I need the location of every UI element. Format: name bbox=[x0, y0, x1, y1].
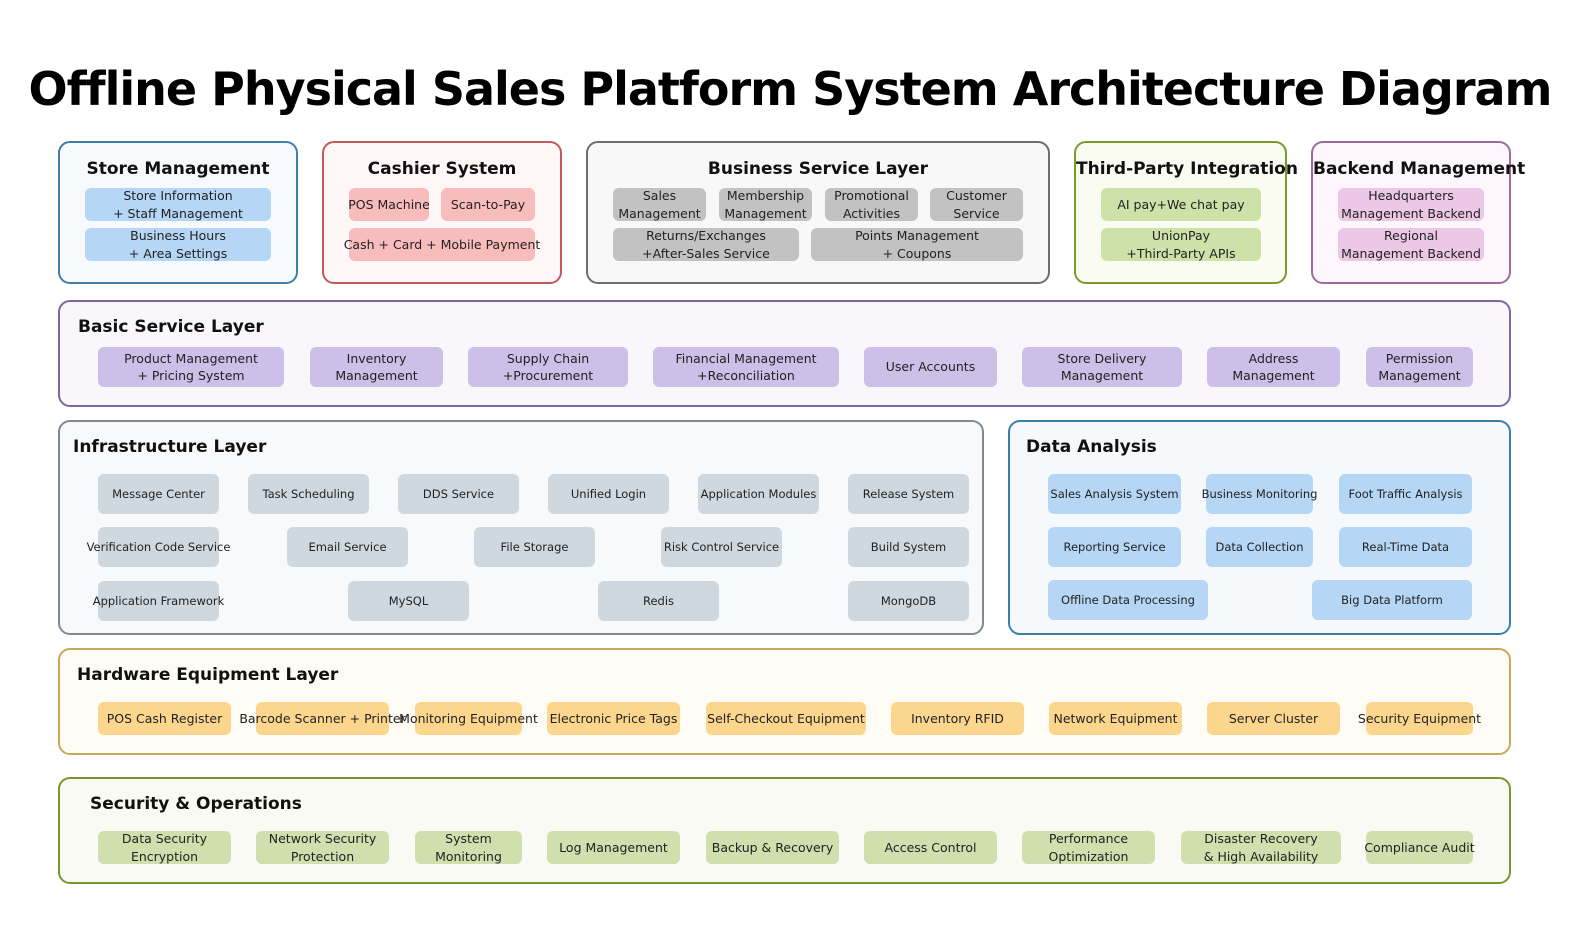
inventory-rfid-box: Inventory RFID bbox=[891, 702, 1024, 735]
sales-management-box: Sales Management bbox=[613, 188, 706, 221]
pos-cash-register-box: POS Cash Register bbox=[98, 702, 231, 735]
store-delivery-box: Store Delivery Management bbox=[1022, 347, 1182, 387]
release-system-box: Release System bbox=[848, 474, 969, 514]
business-service-title: Business Service Layer bbox=[707, 159, 929, 179]
application-framework-box: Application Framework bbox=[93, 581, 224, 621]
business-service-panel: Business Service Layer Sales Management … bbox=[586, 141, 1050, 284]
big-data-platform-box: Big Data Platform bbox=[1312, 580, 1472, 620]
security-operations-title: Security & Operations bbox=[90, 794, 302, 814]
system-monitoring-box: System Monitoring bbox=[415, 831, 522, 864]
foot-traffic-box: Foot Traffic Analysis bbox=[1339, 474, 1472, 514]
self-checkout-box: Self-Checkout Equipment bbox=[706, 702, 866, 735]
address-management-box: Address Management bbox=[1207, 347, 1340, 387]
payment-methods-box: Cash + Card + Mobile Payment bbox=[344, 228, 540, 261]
performance-optimization-box: Performance Optimization bbox=[1022, 831, 1155, 864]
backend-management-panel: Backend Management Headquarters Manageme… bbox=[1311, 141, 1526, 284]
monitoring-equipment-box: Monitoring Equipment bbox=[399, 702, 538, 735]
financial-management-box: Financial Management +Reconciliation bbox=[653, 347, 839, 387]
access-control-box: Access Control bbox=[864, 831, 997, 864]
business-monitoring-box: Business Monitoring bbox=[1202, 474, 1317, 514]
barcode-scanner-box: Barcode Scanner + Printer bbox=[239, 702, 406, 735]
product-management-box: Product Management + Pricing System bbox=[98, 347, 284, 387]
disaster-recovery-box: Disaster Recovery & High Availability bbox=[1181, 831, 1341, 864]
application-modules-box: Application Modules bbox=[698, 474, 819, 514]
promotional-activities-box: Promotional Activities bbox=[825, 188, 918, 221]
data-analysis-panel: Data Analysis Sales Analysis System Busi… bbox=[1008, 420, 1511, 635]
third-party-panel: Third-Party Integration AI pay+We chat p… bbox=[1074, 141, 1298, 284]
security-equipment-box: Security Equipment bbox=[1358, 702, 1481, 735]
build-system-box: Build System bbox=[848, 527, 969, 567]
email-service-box: Email Service bbox=[287, 527, 408, 567]
data-collection-box: Data Collection bbox=[1206, 527, 1313, 567]
offline-data-box: Offline Data Processing bbox=[1048, 580, 1208, 620]
risk-control-box: Risk Control Service bbox=[661, 527, 782, 567]
data-security-box: Data Security Encryption bbox=[98, 831, 231, 864]
supply-chain-box: Supply Chain +Procurement bbox=[468, 347, 628, 387]
returns-exchanges-box: Returns/Exchanges +After-Sales Service bbox=[613, 228, 799, 261]
hardware-title: Hardware Equipment Layer bbox=[77, 665, 339, 685]
compliance-audit-box: Compliance Audit bbox=[1364, 831, 1475, 864]
task-scheduling-box: Task Scheduling bbox=[248, 474, 369, 514]
network-security-box: Network Security Protection bbox=[256, 831, 389, 864]
basic-service-title: Basic Service Layer bbox=[78, 317, 264, 337]
diagram-title: Offline Physical Sales Platform System A… bbox=[28, 62, 1553, 116]
points-management-box: Points Management + Coupons bbox=[811, 228, 1023, 261]
mysql-box: MySQL bbox=[348, 581, 469, 621]
log-management-box: Log Management bbox=[547, 831, 680, 864]
ai-wechat-pay-box: AI pay+We chat pay bbox=[1101, 188, 1261, 221]
backup-recovery-box: Backup & Recovery bbox=[706, 831, 839, 864]
mongodb-box: MongoDB bbox=[848, 581, 969, 621]
membership-management-box: Membership Management bbox=[719, 188, 812, 221]
reporting-service-box: Reporting Service bbox=[1048, 527, 1181, 567]
third-party-title: Third-Party Integration bbox=[1076, 159, 1298, 179]
hardware-panel: Hardware Equipment Layer POS Cash Regist… bbox=[58, 648, 1511, 755]
regional-backend-box: Regional Management Backend bbox=[1338, 228, 1484, 261]
customer-service-box: Customer Service bbox=[930, 188, 1023, 221]
dds-service-box: DDS Service bbox=[398, 474, 519, 514]
backend-management-title: Backend Management bbox=[1313, 159, 1526, 179]
security-operations-panel: Security & Operations Data Security Encr… bbox=[58, 777, 1511, 884]
infrastructure-title: Infrastructure Layer bbox=[73, 437, 267, 457]
network-equipment-box: Network Equipment bbox=[1049, 702, 1182, 735]
unionpay-box: UnionPay +Third-Party APIs bbox=[1101, 228, 1261, 261]
message-center-box: Message Center bbox=[98, 474, 219, 514]
electronic-price-tags-box: Electronic Price Tags bbox=[547, 702, 680, 735]
permission-management-box: Permission Management bbox=[1366, 347, 1473, 387]
cashier-system-panel: Cashier System POS Machine Scan-to-Pay C… bbox=[322, 141, 562, 284]
file-storage-box: File Storage bbox=[474, 527, 595, 567]
store-management-title: Store Management bbox=[86, 159, 270, 179]
basic-service-panel: Basic Service Layer Product Management +… bbox=[58, 300, 1511, 407]
real-time-data-box: Real-Time Data bbox=[1339, 527, 1472, 567]
user-accounts-box: User Accounts bbox=[864, 347, 997, 387]
unified-login-box: Unified Login bbox=[548, 474, 669, 514]
inventory-management-box: Inventory Management bbox=[310, 347, 443, 387]
data-analysis-title: Data Analysis bbox=[1026, 437, 1157, 457]
store-management-panel: Store Management Store Information + Sta… bbox=[58, 141, 298, 284]
redis-box: Redis bbox=[598, 581, 719, 621]
verification-code-box: Verification Code Service bbox=[87, 527, 230, 567]
cashier-system-title: Cashier System bbox=[367, 159, 517, 179]
scan-to-pay-box: Scan-to-Pay bbox=[441, 188, 535, 221]
store-info-box: Store Information + Staff Management bbox=[85, 188, 271, 221]
hq-backend-box: Headquarters Management Backend bbox=[1338, 188, 1484, 221]
business-hours-box: Business Hours + Area Settings bbox=[85, 228, 271, 261]
sales-analysis-box: Sales Analysis System bbox=[1048, 474, 1181, 514]
infrastructure-panel: Infrastructure Layer Message Center Task… bbox=[58, 420, 984, 635]
server-cluster-box: Server Cluster bbox=[1207, 702, 1340, 735]
pos-machine-box: POS Machine bbox=[348, 188, 430, 221]
